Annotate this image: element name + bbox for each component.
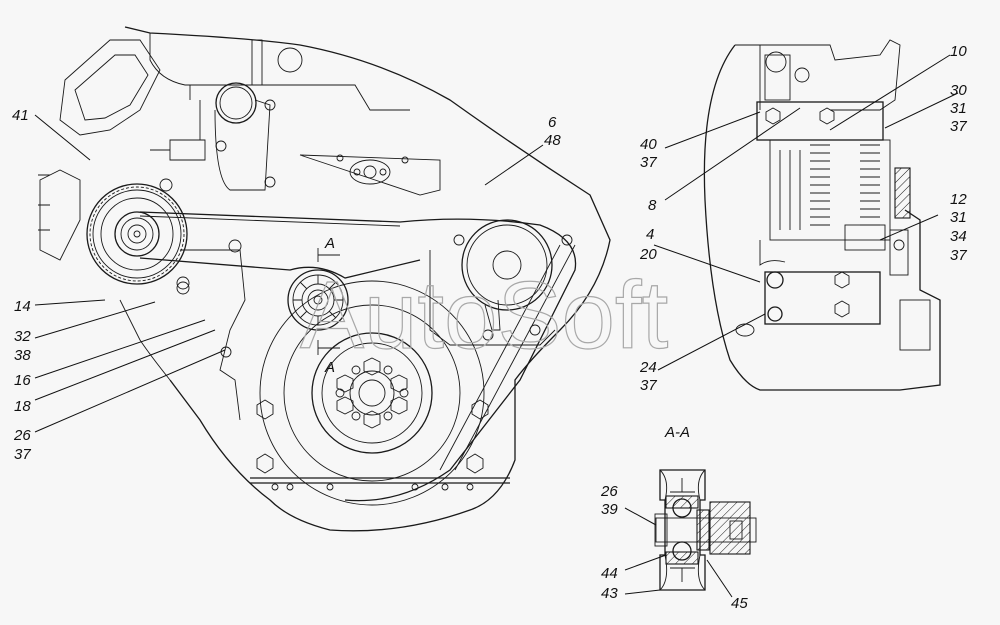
callout-40: 40 — [640, 136, 657, 153]
callout-12: 12 — [950, 191, 967, 208]
crankshaft-pulley — [259, 280, 485, 506]
alternator-side-view — [703, 39, 941, 391]
callout-20: 20 — [639, 246, 657, 263]
alternator — [86, 178, 190, 290]
callout-s45: 45 — [731, 595, 748, 612]
callout-31a: 31 — [950, 100, 967, 117]
callout-24: 24 — [639, 359, 657, 376]
section-a-a: A-A — [654, 424, 757, 591]
callout-16: 16 — [14, 372, 31, 389]
leader-lines — [34, 54, 959, 598]
section-mark-bottom: A — [324, 359, 335, 376]
callout-4: 4 — [646, 226, 654, 243]
callout-32: 32 — [14, 328, 31, 345]
callout-38: 38 — [14, 347, 31, 364]
callout-37b: 37 — [640, 154, 657, 171]
mounting-bracket — [756, 101, 884, 141]
callout-37a: 37 — [950, 118, 967, 135]
section-mark-top: A — [324, 235, 335, 252]
callout-s44: 44 — [601, 565, 618, 582]
callout-6: 6 — [548, 114, 557, 131]
adjusting-plate — [764, 271, 881, 325]
drive-belt — [139, 211, 577, 502]
callouts-side: 10 30 31 37 40 37 8 12 31 34 37 4 20 24 … — [639, 43, 967, 394]
callout-8: 8 — [648, 197, 657, 214]
alternator-fins — [779, 144, 880, 230]
engine-front-view: A A — [38, 26, 611, 532]
callouts-main: 41 14 32 38 16 18 26 37 6 48 — [12, 107, 561, 463]
callout-30: 30 — [950, 82, 967, 99]
cutaway-outline — [124, 26, 611, 532]
callout-14: 14 — [14, 298, 31, 315]
callout-41: 41 — [12, 107, 29, 124]
section-arrow-bottom — [317, 340, 340, 355]
callout-10: 10 — [950, 43, 967, 60]
callout-37c: 37 — [950, 247, 967, 264]
callout-34: 34 — [950, 228, 967, 245]
callouts-section: 26 39 44 43 45 — [600, 483, 748, 612]
callout-31b: 31 — [950, 209, 967, 226]
callout-26: 26 — [13, 427, 31, 444]
section-arrow-top — [317, 248, 340, 262]
callout-37d: 37 — [640, 377, 657, 394]
callout-18: 18 — [14, 398, 31, 415]
callout-48: 48 — [544, 132, 561, 149]
callout-s26: 26 — [600, 483, 618, 500]
section-title: A-A — [664, 424, 690, 441]
tensioner-pulley — [287, 269, 349, 331]
callout-s43: 43 — [601, 585, 618, 602]
callout-s39: 39 — [601, 501, 618, 518]
water-pump-pulley — [461, 219, 553, 311]
watermark: AutoSoft — [300, 262, 668, 369]
callout-37: 37 — [14, 446, 31, 463]
thermostat-housing — [215, 82, 257, 124]
